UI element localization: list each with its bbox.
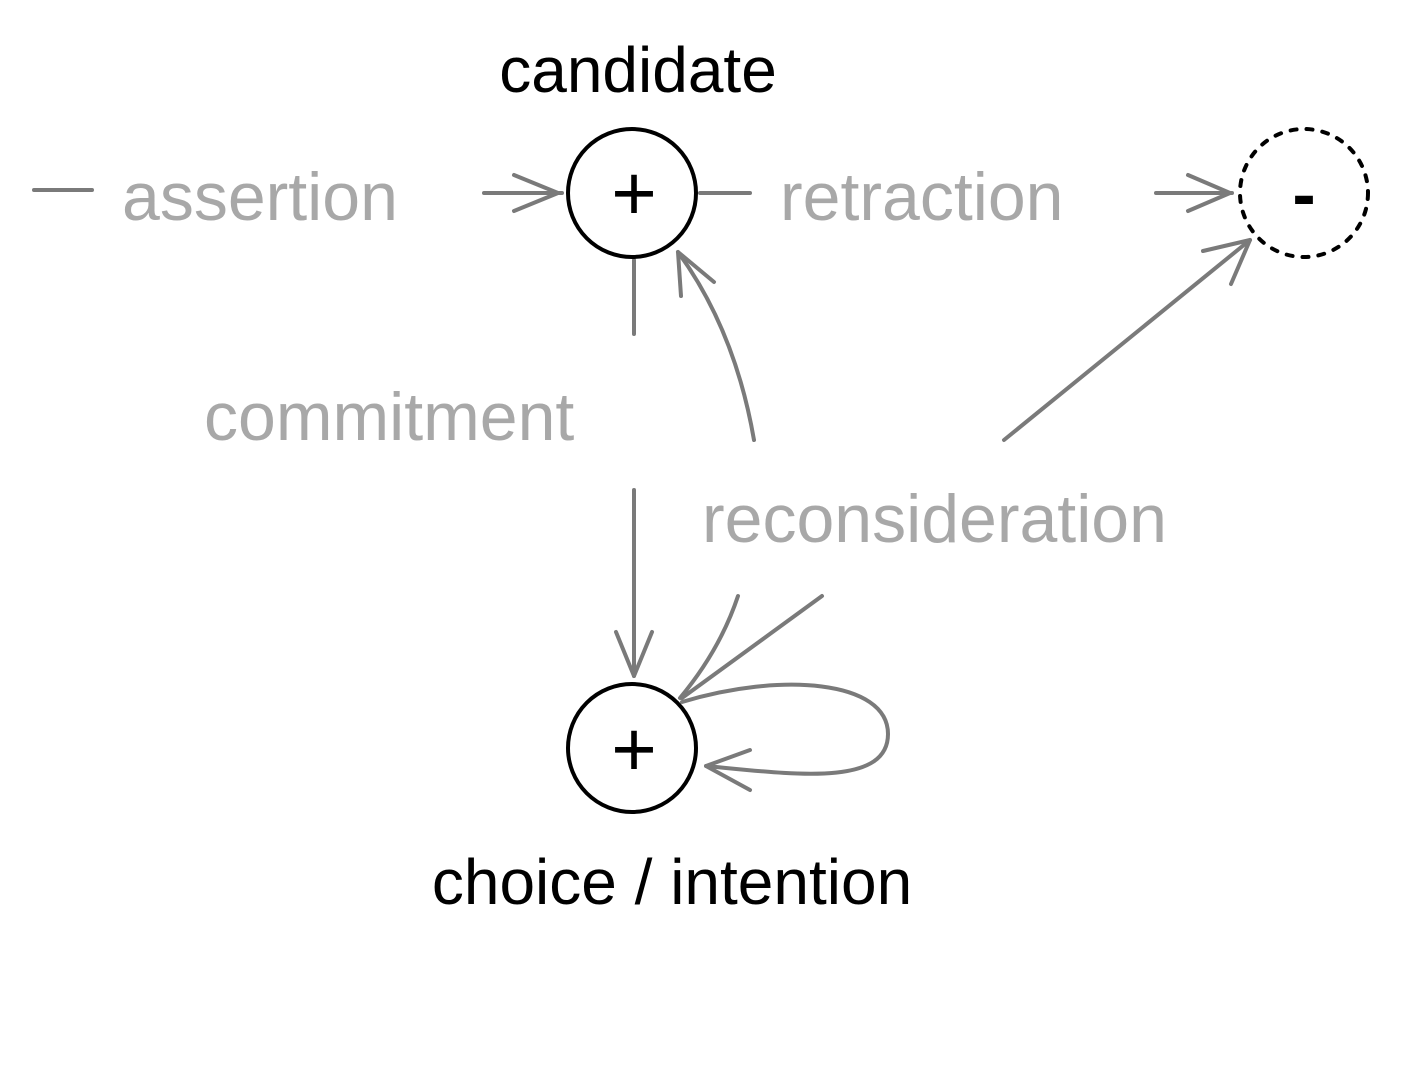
reconsideration-to-candidate [676, 250, 756, 442]
reconsideration-edges [676, 238, 1252, 792]
reconsideration-self-loop-arrowhead [704, 748, 752, 792]
reconsideration-from-choice-b [680, 594, 824, 700]
reconsideration-to-retracted [1002, 238, 1252, 442]
reconsideration-self-loop [680, 682, 890, 776]
retraction-edge [698, 173, 1234, 213]
commitment-arrowhead [614, 630, 654, 678]
candidate-plus-sign: + [611, 149, 657, 237]
candidate-node: + [566, 127, 698, 259]
candidate-label: candidate [499, 34, 777, 106]
reconsideration-candidate-arrowhead [676, 250, 716, 298]
retraction-arrowhead [1186, 173, 1232, 213]
retraction-label: retraction [780, 159, 1063, 235]
reconsideration-retracted-arrowhead [1201, 238, 1252, 286]
commitment-edge [614, 258, 654, 678]
retracted-minus-sign: - [1292, 155, 1315, 233]
assertion-edge [32, 173, 564, 213]
assertion-arrowhead [512, 173, 560, 213]
retracted-node: - [1238, 127, 1370, 259]
assertion-label: assertion [122, 159, 398, 235]
choice-intention-node: + [566, 682, 698, 814]
reconsideration-label: reconsideration [702, 481, 1167, 557]
commitment-label: commitment [204, 379, 574, 455]
choice-plus-sign: + [611, 705, 657, 793]
reconsideration-from-choice-a [678, 594, 740, 700]
choice-intention-label: choice / intention [432, 846, 912, 918]
